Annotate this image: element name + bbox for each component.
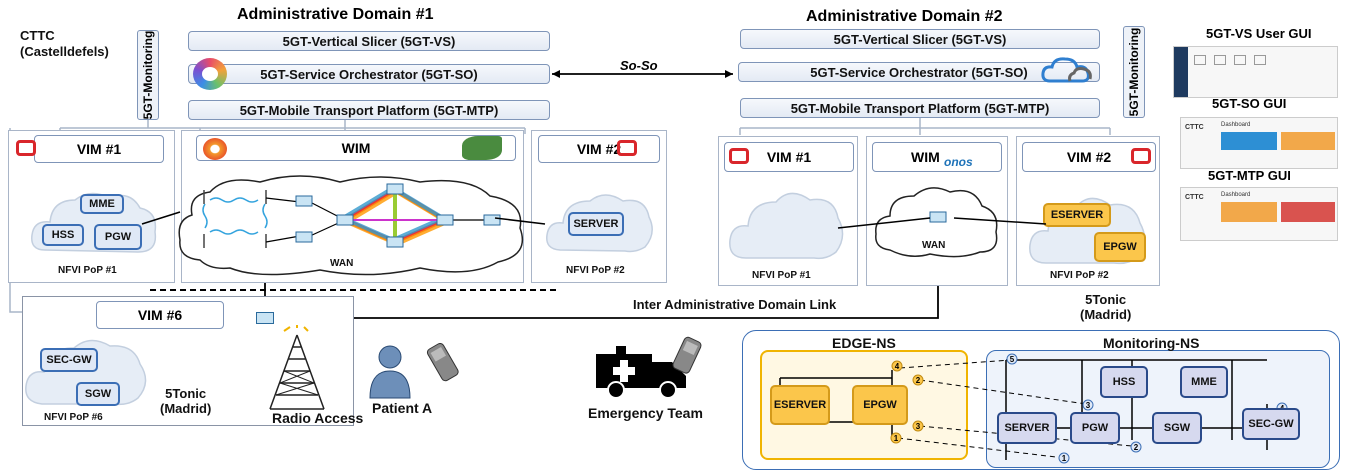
- inter-domain-label: Inter Administrative Domain Link: [633, 297, 837, 312]
- domain1-monitoring[interactable]: 5GT-Monitoring: [137, 30, 159, 120]
- domain1-title: Administrative Domain #1: [237, 6, 434, 23]
- mon-server[interactable]: SERVER: [997, 412, 1057, 444]
- monitoring-ns-title: Monitoring-NS: [1103, 335, 1200, 351]
- radio-tower-icon: [269, 325, 325, 410]
- domain1-mobile-transport-platform[interactable]: 5GT-Mobile Transport Platform (5GT-MTP): [188, 100, 550, 120]
- vs-gui-title: 5GT-VS User GUI: [1206, 26, 1312, 41]
- d2-vim1[interactable]: VIM #1: [724, 142, 854, 172]
- domain2-service-orchestrator[interactable]: 5GT-Service Orchestrator (5GT-SO): [738, 62, 1100, 82]
- ns-links: 4 2 3 1 5 3 2 1 4: [779, 353, 1288, 464]
- domain2-vertical-slicer[interactable]: 5GT-Vertical Slicer (5GT-VS): [740, 29, 1100, 49]
- so-gui-brand: CTTC: [1185, 124, 1204, 131]
- d1-mme[interactable]: MME: [80, 194, 124, 214]
- mon-port-3: 3: [1086, 401, 1091, 410]
- d2-links: [837, 217, 1047, 229]
- pop6-site-label: 5Tonic (Madrid): [160, 386, 212, 416]
- edge-epgw[interactable]: EPGW: [852, 385, 908, 425]
- pop6-sgw[interactable]: SGW: [76, 382, 120, 406]
- mtp-gui-dashboard: Dashboard: [1221, 192, 1251, 198]
- d2-site-label: 5Tonic (Madrid): [1080, 292, 1132, 322]
- mon-mme[interactable]: MME: [1180, 366, 1228, 398]
- onos-logo: onos: [944, 155, 973, 169]
- so-gui-dashboard: Dashboard: [1221, 122, 1251, 128]
- d2-pop1-label: NFVI PoP #1: [752, 270, 811, 281]
- mon-port-1: 1: [1062, 454, 1067, 463]
- mon-secgw[interactable]: SEC-GW: [1242, 408, 1300, 440]
- so-so-label: So-So: [620, 58, 658, 73]
- d1-vim2[interactable]: VIM #2: [538, 135, 660, 163]
- radio-access-label: Radio Access: [272, 410, 364, 426]
- ns-container: [742, 330, 1340, 470]
- openstack-icon: [729, 148, 749, 164]
- edge-eserver[interactable]: ESERVER: [770, 385, 830, 425]
- edge-port-4: 4: [895, 362, 900, 371]
- domain1-service-orchestrator[interactable]: 5GT-Service Orchestrator (5GT-SO): [188, 64, 550, 84]
- mtp-gui-brand: CTTC: [1185, 194, 1204, 201]
- so-gui-title: 5GT-SO GUI: [1212, 96, 1287, 111]
- d2-pop1-cloud: [729, 192, 844, 260]
- d1-pop1-label: NFVI PoP #1: [58, 265, 117, 276]
- mtp-gui-title: 5GT-MTP GUI: [1208, 168, 1291, 183]
- so-gui-thumbnail[interactable]: CTTC Dashboard: [1180, 117, 1338, 169]
- d1-server[interactable]: SERVER: [568, 212, 624, 236]
- domain2-mobile-transport-platform[interactable]: 5GT-Mobile Transport Platform (5GT-MTP): [740, 98, 1100, 118]
- d1-pgw[interactable]: PGW: [94, 224, 142, 250]
- edge-port-1: 1: [894, 434, 899, 443]
- cttc-label: CTTC (Castelldefels): [20, 28, 109, 59]
- mtp-gui-thumbnail[interactable]: CTTC Dashboard: [1180, 187, 1338, 241]
- edge-ns-title: EDGE-NS: [832, 335, 896, 351]
- d1-wan-label: WAN: [330, 258, 354, 269]
- d2-wim[interactable]: WIM: [872, 142, 1002, 172]
- emergency-label: Emergency Team: [588, 405, 703, 421]
- mon-port-5: 5: [1010, 355, 1015, 364]
- d2-eserver[interactable]: ESERVER: [1043, 203, 1111, 227]
- switch-icon: [256, 312, 274, 324]
- mon-hss[interactable]: HSS: [1100, 366, 1148, 398]
- pop6-label: NFVI PoP #6: [44, 412, 103, 423]
- d1-wan-network: [178, 175, 524, 276]
- openstack-icon: [1131, 148, 1151, 164]
- sun-logo-icon: [203, 138, 227, 160]
- d2-epgw[interactable]: EPGW: [1094, 232, 1146, 262]
- d2-pop2-label: NFVI PoP #2: [1050, 270, 1109, 281]
- patient-label: Patient A: [372, 400, 433, 416]
- mon-pgw[interactable]: PGW: [1070, 412, 1120, 444]
- cloud-logo-icon: [1041, 57, 1092, 83]
- d1-pop2-label: NFVI PoP #2: [566, 265, 625, 276]
- edge-port-2: 2: [916, 376, 921, 385]
- pop6-secgw[interactable]: SEC-GW: [40, 348, 98, 372]
- dragon-logo-icon: [462, 136, 502, 160]
- d2-wan-cloud: [875, 187, 998, 258]
- d1-vim1[interactable]: VIM #1: [34, 135, 164, 163]
- mon-port-2: 2: [1134, 443, 1139, 452]
- d1-hss[interactable]: HSS: [42, 224, 84, 246]
- domain2-monitoring[interactable]: 5GT-Monitoring: [1123, 26, 1145, 118]
- openstack-icon: [617, 140, 637, 156]
- mon-sgw[interactable]: SGW: [1152, 412, 1202, 444]
- d2-wan-label: WAN: [922, 240, 946, 251]
- vim6[interactable]: VIM #6: [96, 301, 224, 329]
- edge-port-3: 3: [916, 422, 921, 431]
- ambulance-icon: [596, 336, 702, 399]
- openstack-icon: [16, 140, 36, 156]
- patient-icon: [369, 343, 459, 399]
- domain1-vertical-slicer[interactable]: 5GT-Vertical Slicer (5GT-VS): [188, 31, 550, 51]
- pop-to-wan-links: [141, 211, 546, 225]
- vs-gui-thumbnail[interactable]: [1173, 46, 1338, 98]
- domain2-title: Administrative Domain #2: [806, 8, 1003, 25]
